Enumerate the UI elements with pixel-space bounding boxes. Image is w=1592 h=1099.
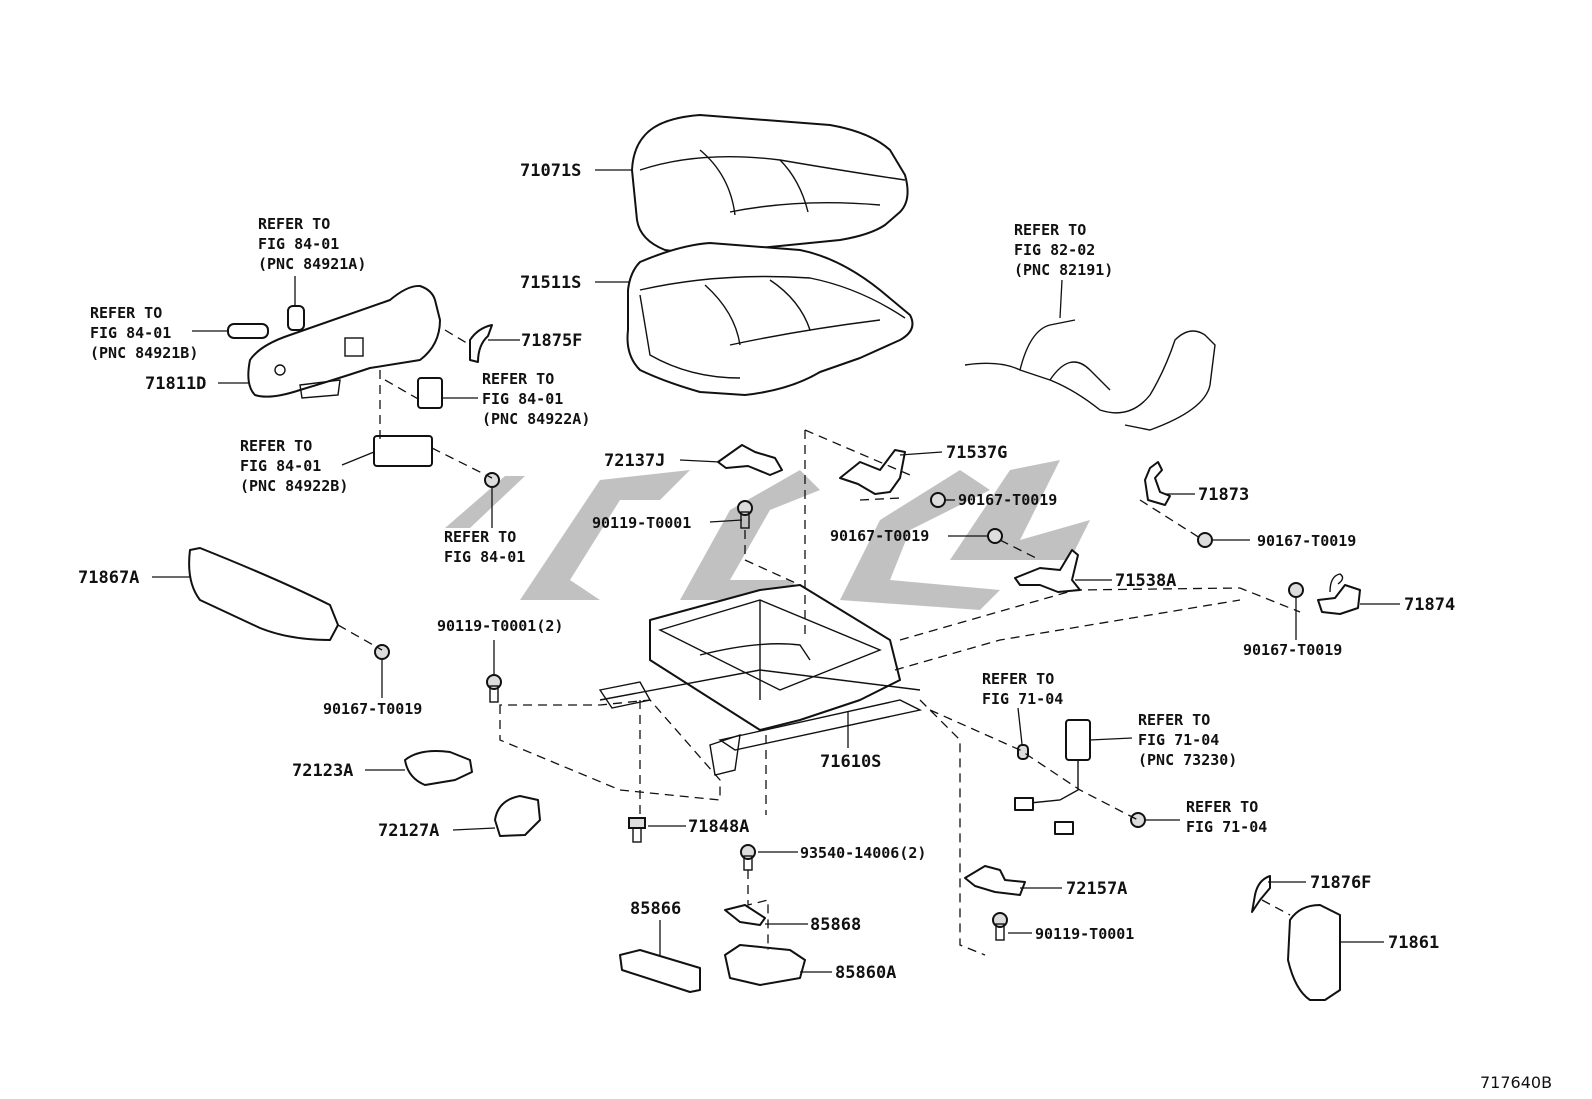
lh-shield-drawing: [247, 284, 441, 399]
label-bolt-90119-t0001-a: 90119-T0001: [592, 514, 691, 532]
refer-block-73230: REFER TO FIG 71-04 (PNC 73230): [1138, 711, 1237, 769]
label-cover-71876f: 71876F: [1310, 873, 1371, 893]
svg-text:REFER TO: REFER TO: [444, 528, 516, 546]
refer-block-82191: REFER TO FIG 82-02 (PNC 82191): [1014, 221, 1113, 279]
label-screw-90167-t0019-c: 90167-T0019: [1257, 532, 1356, 550]
label-screw-90167-t0019-b: 90167-T0019: [830, 527, 929, 545]
svg-text:FIG 71-04: FIG 71-04: [982, 690, 1063, 708]
svg-text:REFER TO: REFER TO: [258, 215, 330, 233]
hook-71873-drawing: [1144, 461, 1171, 506]
bracket-72137j-drawing: [717, 444, 783, 476]
svg-text:FIG 71-04: FIG 71-04: [1138, 731, 1219, 749]
label-cover-72123a: 72123A: [292, 761, 353, 781]
diagram-id: 717640B: [1480, 1073, 1552, 1092]
bracket-71538a-drawing: [1014, 549, 1081, 593]
label-bracket-72137j: 72137J: [604, 451, 665, 471]
label-cushion-cover: 71071S: [520, 161, 581, 181]
svg-text:REFER TO: REFER TO: [482, 370, 554, 388]
sensor-85860a-drawing: [724, 944, 806, 986]
svg-text:(PNC 84921B): (PNC 84921B): [90, 344, 198, 362]
svg-text:(PNC 84922A): (PNC 84922A): [482, 410, 590, 428]
cushion-pad-drawing: [626, 242, 914, 396]
label-bolt-90119-t0001-2: 90119-T0001(2): [437, 617, 563, 635]
refer-block-84922b: REFER TO FIG 84-01 (PNC 84922B): [240, 437, 348, 495]
label-cover-72127a: 72127A: [378, 821, 439, 841]
bracket-85866-drawing: [619, 949, 701, 993]
dashed-alignment-lines: [337, 329, 1301, 956]
cushion-cover-drawing: [631, 114, 909, 259]
refer-block-84921b: REFER TO FIG 84-01 (PNC 84921B): [90, 304, 198, 362]
svg-text:REFER TO: REFER TO: [1186, 798, 1258, 816]
label-shield-cover-small: 71875F: [521, 331, 582, 351]
bracket-72157a-drawing: [964, 865, 1026, 896]
label-hook-71874: 71874: [1404, 595, 1455, 615]
seatbelt-buckle-drawing: [1014, 719, 1091, 835]
label-sensor-85860a: 85860A: [835, 963, 896, 983]
svg-text:REFER TO: REFER TO: [240, 437, 312, 455]
refer-block-7104-b: REFER TO FIG 71-04: [1186, 798, 1267, 836]
svg-text:FIG 82-02: FIG 82-02: [1014, 241, 1095, 259]
label-hook-71873: 71873: [1198, 485, 1249, 505]
label-lh-shield: 71811D: [145, 374, 206, 394]
svg-text:(PNC 84921A): (PNC 84921A): [258, 255, 366, 273]
refer-block-84922a: REFER TO FIG 84-01 (PNC 84922A): [482, 370, 590, 428]
leader-lines: [152, 169, 1400, 973]
bracket-85868-drawing: [724, 904, 766, 926]
label-hinge-71537g: 71537G: [946, 443, 1007, 463]
refer-block-8401: REFER TO FIG 84-01: [444, 528, 525, 566]
label-bolt-93540: 93540-14006(2): [800, 844, 926, 862]
svg-text:FIG 84-01: FIG 84-01: [258, 235, 339, 253]
hook-71874-drawing: [1317, 584, 1361, 615]
label-screw-90167-t0019-a: 90167-T0019: [958, 491, 1057, 509]
cover-71861-drawing: [1287, 904, 1341, 1001]
svg-text:FIG 84-01: FIG 84-01: [482, 390, 563, 408]
cover-72123a-drawing: [404, 750, 473, 786]
label-bracket-71538a: 71538A: [1115, 571, 1176, 591]
svg-text:FIG 84-01: FIG 84-01: [90, 324, 171, 342]
refer-block-7104-a: REFER TO FIG 71-04: [982, 670, 1063, 708]
svg-text:REFER TO: REFER TO: [1014, 221, 1086, 239]
label-bracket-72157a: 72157A: [1066, 879, 1127, 899]
svg-text:FIG 84-01: FIG 84-01: [240, 457, 321, 475]
svg-text:(PNC 73230): (PNC 73230): [1138, 751, 1237, 769]
label-bracket-85866: 85866: [630, 899, 681, 919]
svg-text:REFER TO: REFER TO: [90, 304, 162, 322]
refer-block-84921a: REFER TO FIG 84-01 (PNC 84921A): [258, 215, 366, 273]
label-clip-71848a: 71848A: [688, 817, 749, 837]
label-cushion-pad: 71511S: [520, 273, 581, 293]
hook-71874-wire: [1329, 573, 1344, 593]
label-bracket-85868: 85868: [810, 915, 861, 935]
svg-text:FIG 84-01: FIG 84-01: [444, 548, 525, 566]
label-adjuster: 71610S: [820, 752, 881, 772]
label-cover-71861: 71861: [1388, 933, 1439, 953]
fasteners-drawing: [374, 472, 1304, 941]
adjuster-drawing: [598, 584, 923, 776]
svg-text:REFER TO: REFER TO: [982, 670, 1054, 688]
switch-knob-drawing: [227, 305, 443, 467]
svg-text:FIG 71-04: FIG 71-04: [1186, 818, 1267, 836]
watermark-logo: [445, 460, 1090, 610]
label-screw-90167-t0019-e: 90167-T0019: [323, 700, 422, 718]
side-cover-drawing: [188, 547, 339, 641]
svg-text:REFER TO: REFER TO: [1138, 711, 1210, 729]
svg-text:(PNC 84922B): (PNC 84922B): [240, 477, 348, 495]
shield-cover-small-drawing: [469, 324, 493, 363]
label-screw-90167-t0019-d: 90167-T0019: [1243, 641, 1342, 659]
label-side-cover: 71867A: [78, 568, 139, 588]
wire-harness-drawing: [964, 319, 1216, 431]
svg-text:(PNC 82191): (PNC 82191): [1014, 261, 1113, 279]
cover-72127a-drawing: [494, 795, 541, 837]
label-bolt-90119-t0001-b: 90119-T0001: [1035, 925, 1134, 943]
hinge-71537g-drawing: [839, 449, 906, 495]
cover-71876f-drawing: [1251, 875, 1271, 913]
